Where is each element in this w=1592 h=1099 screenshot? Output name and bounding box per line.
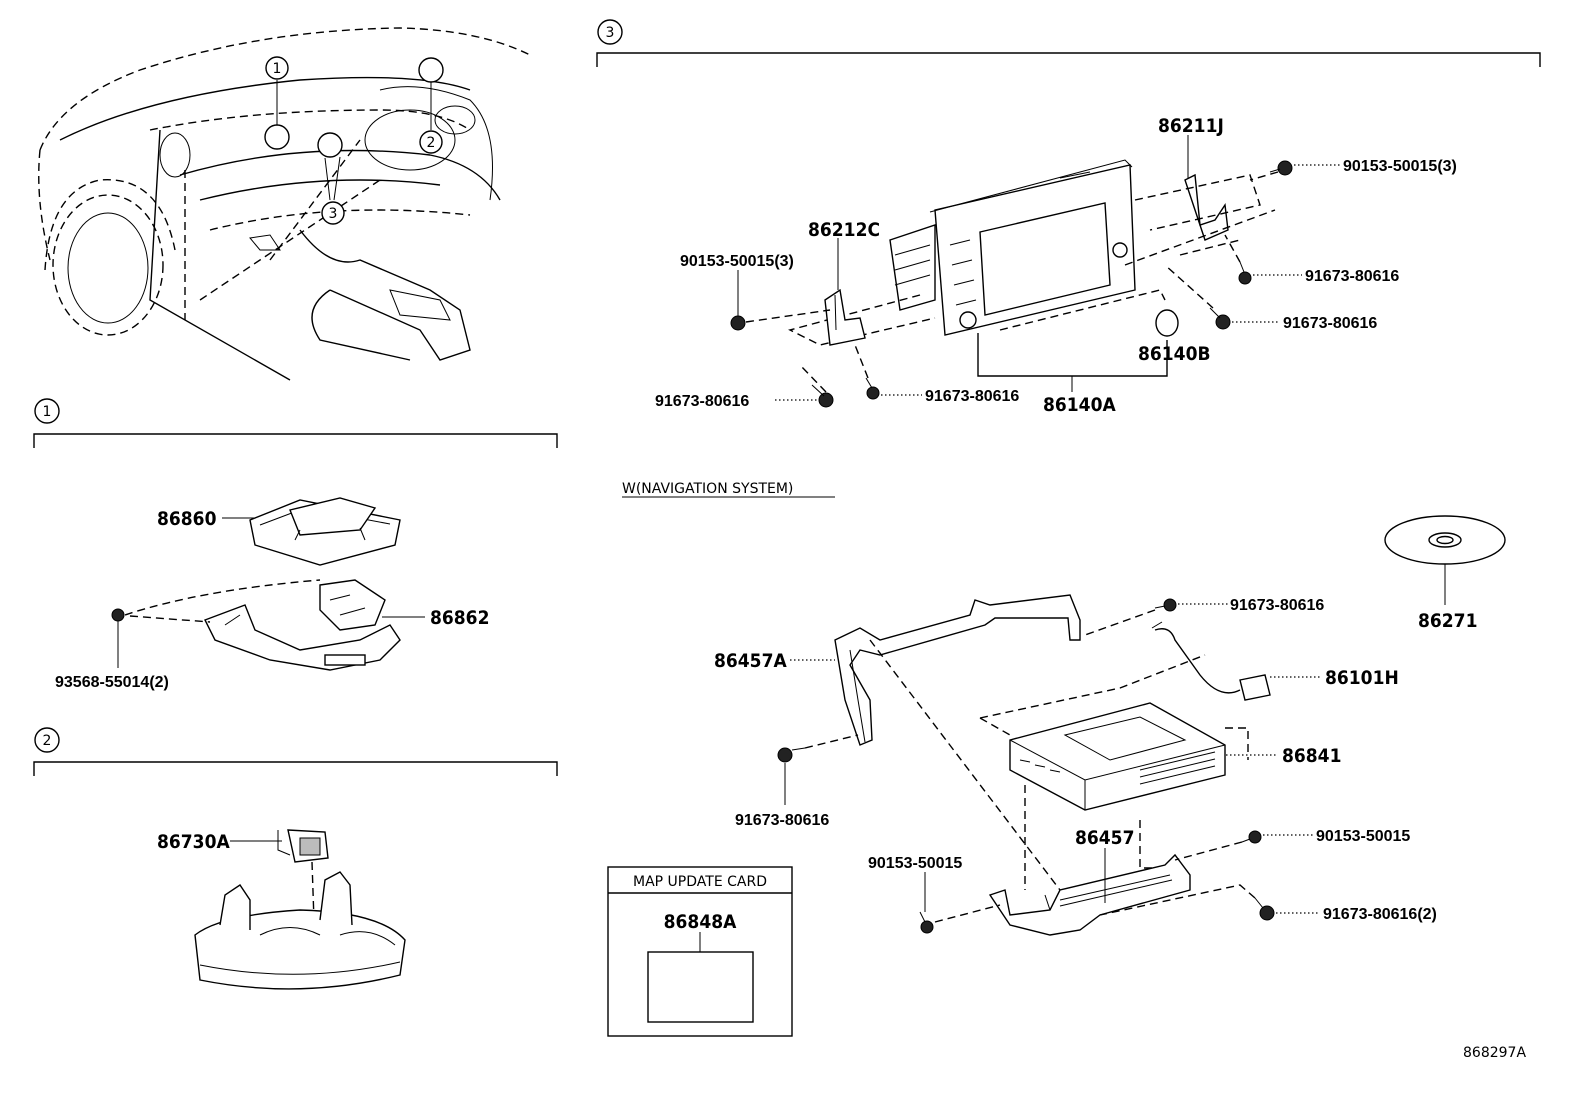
label-86841: 86841 xyxy=(1282,745,1341,767)
section-2-marker: 2 xyxy=(43,733,52,749)
label-91673-80616-nav-1: 91673-80616 xyxy=(1230,597,1324,614)
label-90153-50015-3-left: 90153-50015(3) xyxy=(680,253,794,270)
label-86848A: 86848A xyxy=(664,911,737,933)
part-86862-bracket xyxy=(204,579,401,671)
part-86841-navigation-ecu xyxy=(1009,702,1226,811)
part-86140B-knob xyxy=(1155,309,1179,337)
label-86860: 86860 xyxy=(157,508,217,530)
map-update-card-box: MAP UPDATE CARD 86848A xyxy=(607,866,793,1037)
label-90153-50015-nav-right: 90153-50015 xyxy=(1316,828,1410,845)
label-91673-80616-right-1: 91673-80616 xyxy=(1305,268,1399,285)
part-93568-bolt xyxy=(111,608,125,622)
section-1-marker: 1 xyxy=(43,404,52,420)
label-86457: 86457 xyxy=(1075,827,1134,849)
part-91673-screw-left-1 xyxy=(811,384,834,408)
part-90153-bolt-nav-left xyxy=(919,911,934,934)
part-86271-disc xyxy=(1384,515,1506,565)
part-91673-screw-nav-3 xyxy=(1254,897,1275,921)
map-update-card-title: MAP UPDATE CARD xyxy=(633,874,767,890)
part-90153-bolt-left xyxy=(730,315,746,331)
part-86730A-sensor xyxy=(277,829,329,863)
label-86140A: 86140A xyxy=(1043,394,1116,416)
overview-callout-1: 1 xyxy=(273,61,282,77)
section-3: 3 86140A 86140B xyxy=(596,19,1541,416)
navigation-system-section: W(NAVIGATION SYSTEM) 86271 86457A 86101H xyxy=(607,481,1506,1037)
label-86101H: 86101H xyxy=(1325,667,1399,689)
part-91673-screw-left-2 xyxy=(865,377,880,400)
label-86140B: 86140B xyxy=(1138,343,1211,365)
part-91673-screw-nav-2 xyxy=(777,747,806,763)
label-91673-80616-left-2: 91673-80616 xyxy=(925,388,1019,405)
part-86457A-bracket xyxy=(834,594,1081,746)
label-86862: 86862 xyxy=(430,607,489,629)
part-86860-module xyxy=(249,497,401,566)
label-86457A: 86457A xyxy=(714,650,787,672)
label-91673-80616-right-2: 91673-80616 xyxy=(1283,315,1377,332)
part-86211J-bracket xyxy=(1184,173,1229,241)
label-90153-50015-3-right: 90153-50015(3) xyxy=(1343,158,1457,175)
label-86730A: 86730A xyxy=(157,831,230,853)
overview-callout-3: 3 xyxy=(329,206,338,222)
section-3-marker: 3 xyxy=(606,25,615,41)
part-91673-screw-right-1 xyxy=(1238,261,1252,285)
label-86271: 86271 xyxy=(1418,610,1477,632)
label-91673-80616-2-nav: 91673-80616(2) xyxy=(1323,906,1437,923)
part-90153-bolt-nav-right xyxy=(1241,830,1262,844)
part-86140A-display-unit xyxy=(889,159,1136,336)
part-86101H-cable xyxy=(1151,621,1271,701)
part-91673-screw-nav-1 xyxy=(1154,598,1177,612)
label-93568-55014: 93568-55014(2) xyxy=(55,674,169,691)
section-2: 2 86730A xyxy=(33,727,558,990)
part-86457-bracket xyxy=(988,853,1191,936)
label-90153-50015-nav-left: 90153-50015 xyxy=(868,855,962,872)
vehicle-dashboard-overview: 1 2 3 xyxy=(38,27,531,381)
nav-section-title: W(NAVIGATION SYSTEM) xyxy=(622,481,793,497)
label-86211J: 86211J xyxy=(1158,115,1224,137)
part-90153-bolt-right xyxy=(1269,160,1293,176)
part-91673-screw-right-2 xyxy=(1209,307,1231,330)
label-91673-80616-left-1: 91673-80616 xyxy=(655,393,749,410)
diagram-code: 868297A xyxy=(1463,1045,1526,1061)
overhead-console xyxy=(194,871,406,990)
section-1: 1 86860 86862 93568-55014(2) xyxy=(33,398,558,691)
label-86212C: 86212C xyxy=(808,219,880,241)
label-91673-80616-nav-2: 91673-80616 xyxy=(735,812,829,829)
map-update-card xyxy=(647,951,754,1023)
part-86212C-bracket xyxy=(824,288,866,346)
overview-callout-2: 2 xyxy=(427,135,436,151)
